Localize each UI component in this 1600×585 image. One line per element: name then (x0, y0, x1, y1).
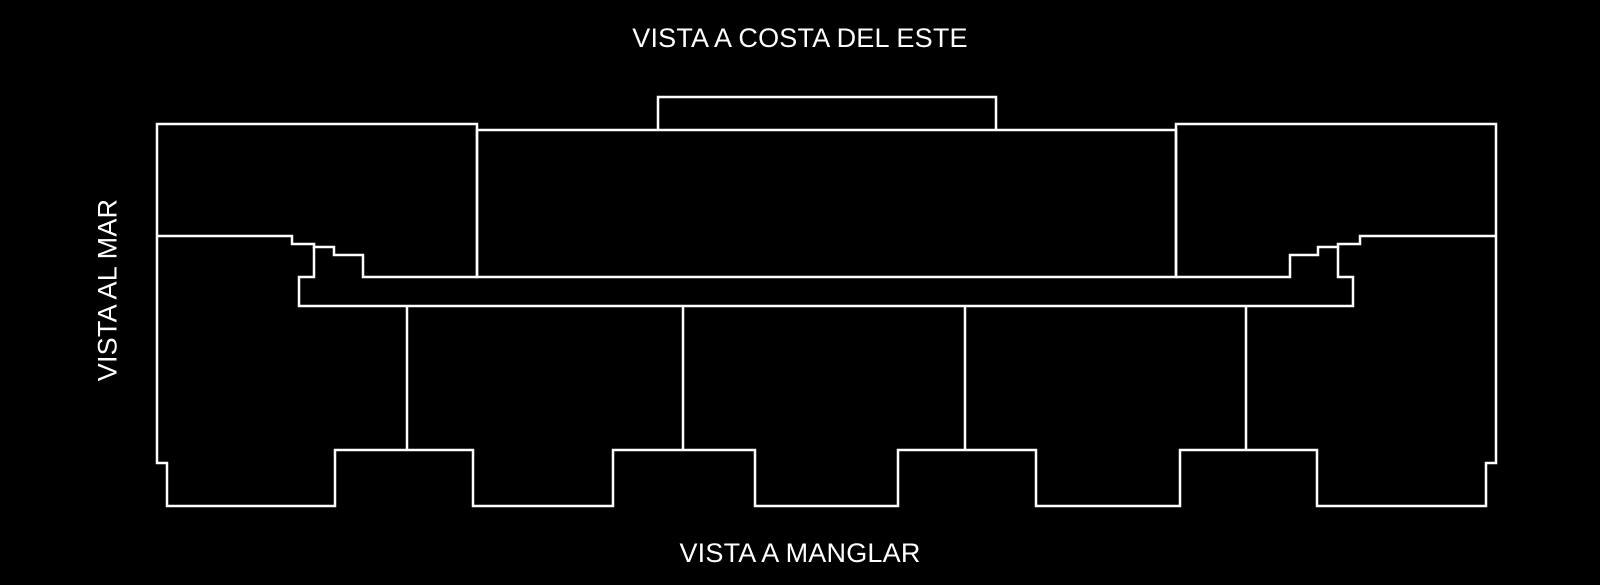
left-stepped-divider (157, 234, 477, 279)
top-bump-outline (656, 95, 998, 130)
lower-perimeter (155, 236, 1498, 508)
right-stepped-divider (1176, 234, 1496, 279)
right-upper-wing (1174, 122, 1498, 277)
central-upper-block (475, 128, 1178, 279)
corridor-band-left (297, 247, 1355, 308)
left-upper-wing (155, 122, 479, 277)
view-label-costa-del-este: VISTA A COSTA DEL ESTE (632, 23, 968, 53)
view-label-manglar: VISTA A MANGLAR (679, 538, 921, 568)
